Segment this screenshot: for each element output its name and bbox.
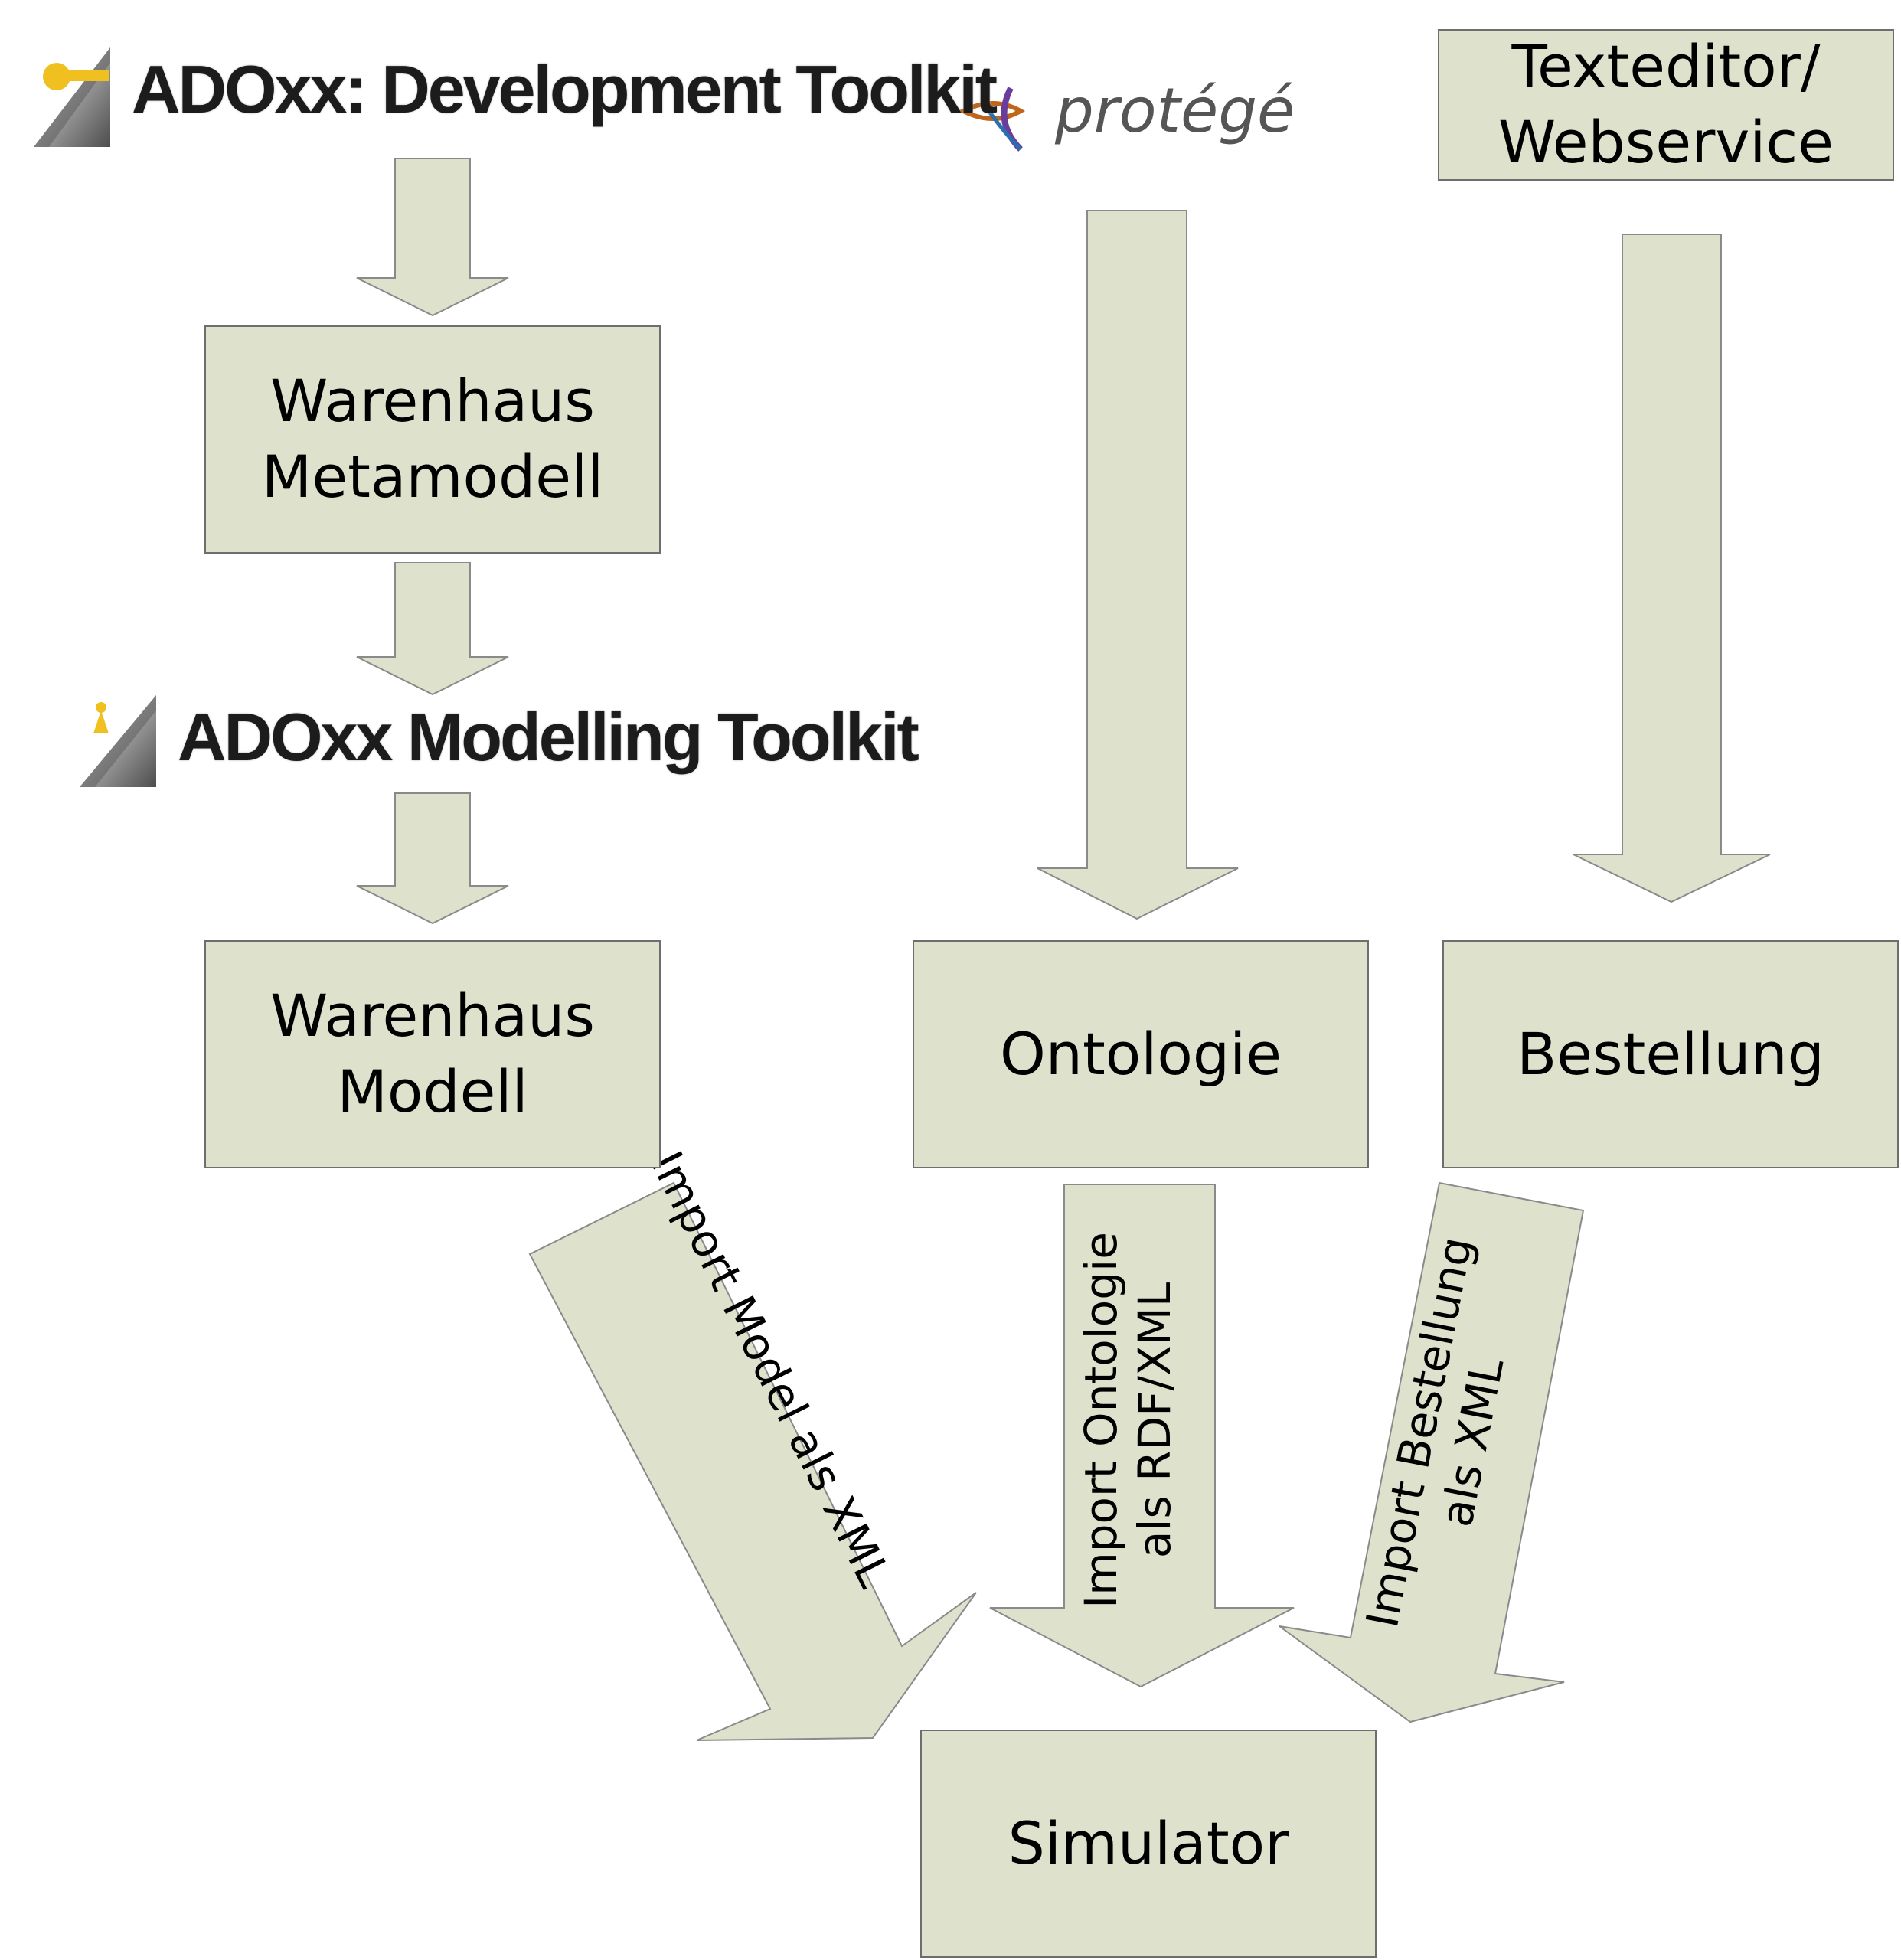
ontologie-label: Ontologie: [999, 1019, 1282, 1088]
warenhaus-modell-box: Warenhaus Modell: [204, 940, 661, 1168]
modell-line1: Warenhaus: [270, 982, 595, 1050]
arrow-modell-to-simulator: [528, 1181, 977, 1741]
simulator-label: Simulator: [1008, 1808, 1289, 1877]
warenhaus-metamodell-box: Warenhaus Metamodell: [204, 325, 661, 554]
ontologie-box: Ontologie: [913, 940, 1369, 1168]
import-ontologie-label-line2: als RDF/XML: [1129, 1282, 1181, 1558]
bestellung-box: Bestellung: [1442, 940, 1899, 1168]
texteditor-line1: Texteditor/: [1511, 32, 1821, 101]
adoxx-key-icon: [34, 47, 110, 147]
arrow-protege-to-ontologie: [1037, 210, 1239, 920]
adoxx-development-toolkit-title: ADOxx: Development Toolkit: [34, 47, 998, 147]
arrow-texteditor-to-bestellung: [1573, 234, 1771, 903]
bestellung-label: Bestellung: [1517, 1019, 1824, 1088]
modell-line2: Modell: [337, 1057, 528, 1125]
arrow-bestellung-to-simulator: [1279, 1181, 1585, 1723]
adoxx-modelling-toolkit-title: ADOxx Modelling Toolkit: [80, 695, 919, 787]
simulator-box: Simulator: [920, 1730, 1377, 1958]
texteditor-webservice-box: Texteditor/ Webservice: [1438, 29, 1894, 181]
import-ontologie-label-group: Import Ontologie als RDF/XML: [1075, 1232, 1181, 1609]
arrow-dev-to-metamodell: [356, 158, 509, 317]
adoxx-bell-icon: [80, 695, 156, 787]
arrow-metamodell-to-modelling-toolkit: [356, 562, 509, 696]
texteditor-line2: Webservice: [1498, 108, 1834, 176]
arrow-modelling-toolkit-to-modell: [356, 792, 509, 925]
adoxx-development-toolkit-label: ADOxx: Development Toolkit: [132, 51, 998, 127]
protege-title: protégé: [1055, 75, 1295, 146]
arrow-ontologie-to-simulator: [989, 1184, 1295, 1688]
adoxx-modelling-toolkit-label: ADOxx Modelling Toolkit: [178, 699, 919, 775]
metamodell-line1: Warenhaus: [270, 367, 595, 436]
protege-label: protégé: [1055, 75, 1295, 146]
protege-logo-icon: [958, 87, 1026, 152]
metamodell-line2: Metamodell: [261, 443, 604, 511]
import-ontologie-label-line1: Import Ontologie: [1075, 1232, 1127, 1609]
